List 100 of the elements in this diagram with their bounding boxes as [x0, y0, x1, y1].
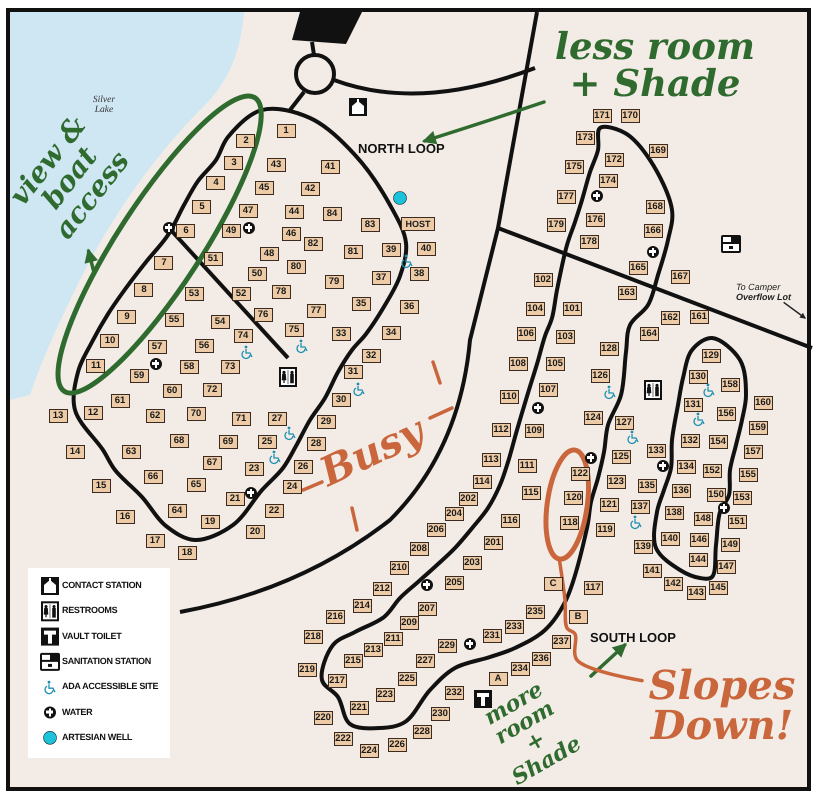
- campsite: 117: [584, 581, 602, 595]
- campsite: A: [488, 672, 508, 686]
- campsite: 156: [716, 407, 736, 421]
- campsite: 136: [672, 484, 690, 498]
- campsite: 11: [86, 358, 106, 373]
- campsite: 169: [648, 144, 668, 158]
- campsite: 231: [482, 629, 502, 643]
- campsite: 230: [430, 707, 450, 721]
- campsite: 17: [146, 534, 164, 548]
- campsite: 140: [660, 532, 680, 546]
- campsite: 216: [326, 610, 344, 624]
- campsite: 47: [238, 204, 258, 218]
- campsite: 84: [322, 207, 342, 221]
- campsite: 114: [472, 475, 492, 489]
- lake-name: Silver Lake: [92, 96, 116, 115]
- campsite: 48: [260, 247, 278, 261]
- campsite: 206: [426, 523, 446, 537]
- campsite: 144: [688, 553, 708, 567]
- campsite: 104: [526, 302, 544, 316]
- campsite: 40: [416, 242, 436, 256]
- campsite: 49: [222, 224, 240, 238]
- campsite: 72: [202, 383, 222, 397]
- campsite: 41: [320, 160, 340, 174]
- campsite: 36: [400, 300, 418, 314]
- campsite: 113: [482, 453, 500, 467]
- campsite: 35: [352, 297, 370, 311]
- handwritten-note: less room + Shade: [535, 28, 775, 102]
- campsite: 179: [546, 218, 566, 232]
- legend-label: WATER: [62, 706, 92, 716]
- campsite: 25: [258, 435, 276, 449]
- campsite: 218: [304, 630, 322, 644]
- campsite: 175: [564, 160, 584, 174]
- campsite: 2: [236, 134, 256, 148]
- campsite: 73: [220, 360, 240, 374]
- campsite: 44: [284, 205, 304, 219]
- campsite: 56: [194, 339, 214, 353]
- legend-label: RESTROOMS: [62, 605, 118, 616]
- campsite: 130: [688, 370, 708, 384]
- campsite: 165: [628, 261, 648, 275]
- campsite: 233: [504, 620, 524, 634]
- campsite: 12: [84, 406, 102, 420]
- campsite: 38: [410, 267, 428, 281]
- campsite: 143: [686, 586, 706, 600]
- campsite: 157: [744, 445, 762, 459]
- campsite: 60: [162, 384, 182, 398]
- campsite: 30: [332, 393, 350, 407]
- campsite: 225: [398, 672, 416, 686]
- campsite: 162: [660, 311, 680, 325]
- campsite: 213: [364, 643, 382, 657]
- campsite: 155: [738, 468, 758, 482]
- campsite: 79: [324, 275, 344, 289]
- campsite: 146: [690, 533, 708, 547]
- campsite: 176: [586, 213, 604, 227]
- campsite: 236: [532, 652, 550, 666]
- campsite: 55: [164, 313, 184, 327]
- campsite: 8: [134, 282, 154, 297]
- legend-label: ARTESIAN WELL: [62, 732, 132, 742]
- campsite: 173: [576, 131, 594, 145]
- host-site: HOST: [401, 217, 435, 231]
- campsite: 74: [234, 329, 252, 343]
- campsite: 137: [630, 500, 650, 514]
- campsite: 4: [206, 176, 226, 190]
- campsite: 168: [646, 200, 664, 214]
- campsite: 39: [382, 243, 400, 257]
- campsite: 129: [702, 349, 720, 363]
- campsite: 106: [516, 327, 536, 341]
- campsite: 51: [204, 252, 222, 266]
- campsite: 229: [438, 639, 456, 653]
- campsite: 6: [176, 224, 196, 238]
- campsite: 128: [600, 342, 618, 356]
- campsite: 227: [416, 654, 434, 668]
- campsite: 148: [694, 512, 712, 526]
- campsite: 18: [178, 546, 196, 560]
- campsite: 20: [246, 525, 264, 539]
- campsite: 66: [144, 470, 162, 484]
- campsite: 208: [410, 542, 428, 556]
- campsite: 170: [620, 109, 640, 123]
- campsite: 160: [754, 396, 772, 410]
- campsite: 217: [328, 674, 346, 688]
- campsite: 75: [284, 323, 304, 337]
- campsite: 166: [644, 224, 662, 238]
- campsite: 232: [444, 686, 464, 700]
- campsite: 63: [122, 445, 140, 459]
- campsite: 67: [202, 456, 222, 470]
- area-name: SOUTH LOOP: [590, 630, 676, 645]
- campsite: 124: [584, 411, 602, 425]
- campsite: 153: [732, 491, 752, 505]
- campsite: 215: [344, 654, 362, 668]
- campsite: 127: [614, 416, 634, 430]
- campsite: 237: [552, 635, 570, 649]
- campsite: 116: [500, 514, 520, 528]
- campsite: 64: [168, 504, 186, 518]
- campsite: 23: [244, 462, 264, 476]
- campsite: 28: [306, 437, 326, 451]
- campsite: C: [544, 577, 562, 591]
- campsite: 32: [362, 349, 380, 363]
- campsite: 219: [298, 663, 316, 677]
- campsite: 13: [48, 409, 68, 423]
- campsite: 205: [444, 576, 464, 590]
- campsite: 110: [500, 390, 518, 404]
